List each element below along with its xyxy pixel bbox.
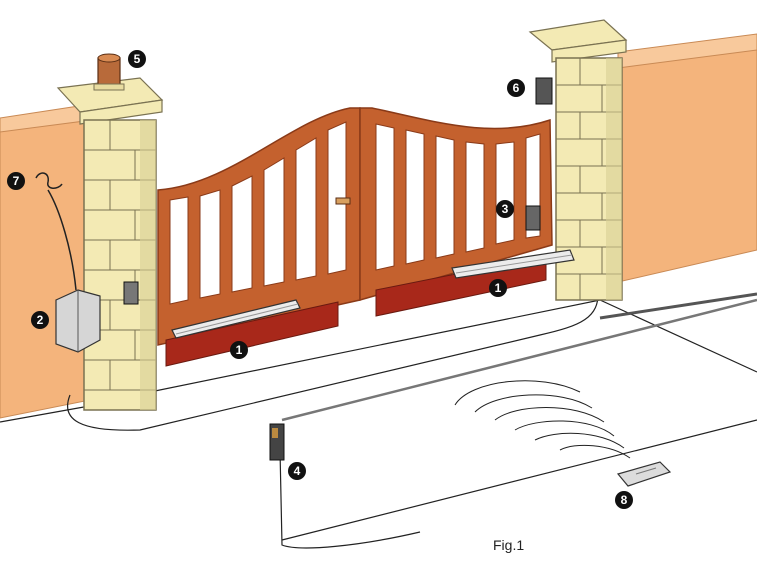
right-pillar-mortar <box>556 58 622 300</box>
callout-flashing-light-label: 5 <box>134 52 141 66</box>
callout-actuator-right: 1 <box>489 279 507 297</box>
right-pillar-cap-front <box>551 39 627 63</box>
callout-antenna: 7 <box>7 172 25 190</box>
callout-photocell-right: 3 <box>496 200 514 218</box>
radio-waves <box>454 380 631 459</box>
control-unit-device <box>55 289 101 353</box>
left-wall-face <box>0 117 91 419</box>
callout-key-selector: 6 <box>507 79 525 97</box>
photocell-ground-area <box>281 419 757 541</box>
left-pillar-cap-front <box>79 99 163 125</box>
antenna-device <box>35 172 77 291</box>
right-wall <box>617 33 757 283</box>
far-road-edge <box>599 292 757 320</box>
actuator-right <box>451 249 575 279</box>
gate-left-openings <box>169 121 347 305</box>
post-cable <box>279 449 421 549</box>
callout-remote-transmitter: 8 <box>615 491 633 509</box>
cable-trench-loop <box>66 289 599 431</box>
right-pillar-shade <box>606 58 622 300</box>
gate-right-openings <box>375 123 541 271</box>
flashing-light <box>93 53 125 91</box>
photocell-post-device <box>269 423 285 461</box>
callout-key-selector-label: 6 <box>513 81 520 95</box>
callout-flashing-light: 5 <box>128 50 146 68</box>
callout-control-unit: 2 <box>31 311 49 329</box>
callout-photocell-post: 4 <box>288 462 306 480</box>
right-pillar <box>528 19 628 301</box>
gate <box>157 107 553 367</box>
callout-photocell-post-label: 4 <box>294 464 301 478</box>
callout-antenna-label: 7 <box>13 174 20 188</box>
callout-photocell-right-label: 3 <box>502 202 509 216</box>
callout-actuator-right-label: 1 <box>495 281 502 295</box>
right-wall-face <box>617 47 757 283</box>
callout-actuator-left: 1 <box>230 341 248 359</box>
gate-left-panel <box>165 301 339 367</box>
actuator-left <box>171 299 301 339</box>
figure-caption: Fig.1 <box>493 537 524 553</box>
photocell-beam <box>281 298 757 422</box>
remote-transmitter-device <box>616 461 672 487</box>
driveway-far-edge <box>0 404 96 423</box>
gate-latch <box>335 197 351 205</box>
callout-control-unit-label: 2 <box>37 313 44 327</box>
callout-actuator-left-label: 1 <box>236 343 243 357</box>
callout-remote-transmitter-label: 8 <box>621 493 628 507</box>
key-selector-device <box>535 77 553 105</box>
photocell-right-device <box>525 205 541 231</box>
left-wall <box>0 103 93 419</box>
left-pillar-shade <box>140 120 156 410</box>
photocell-left-device <box>123 281 139 305</box>
